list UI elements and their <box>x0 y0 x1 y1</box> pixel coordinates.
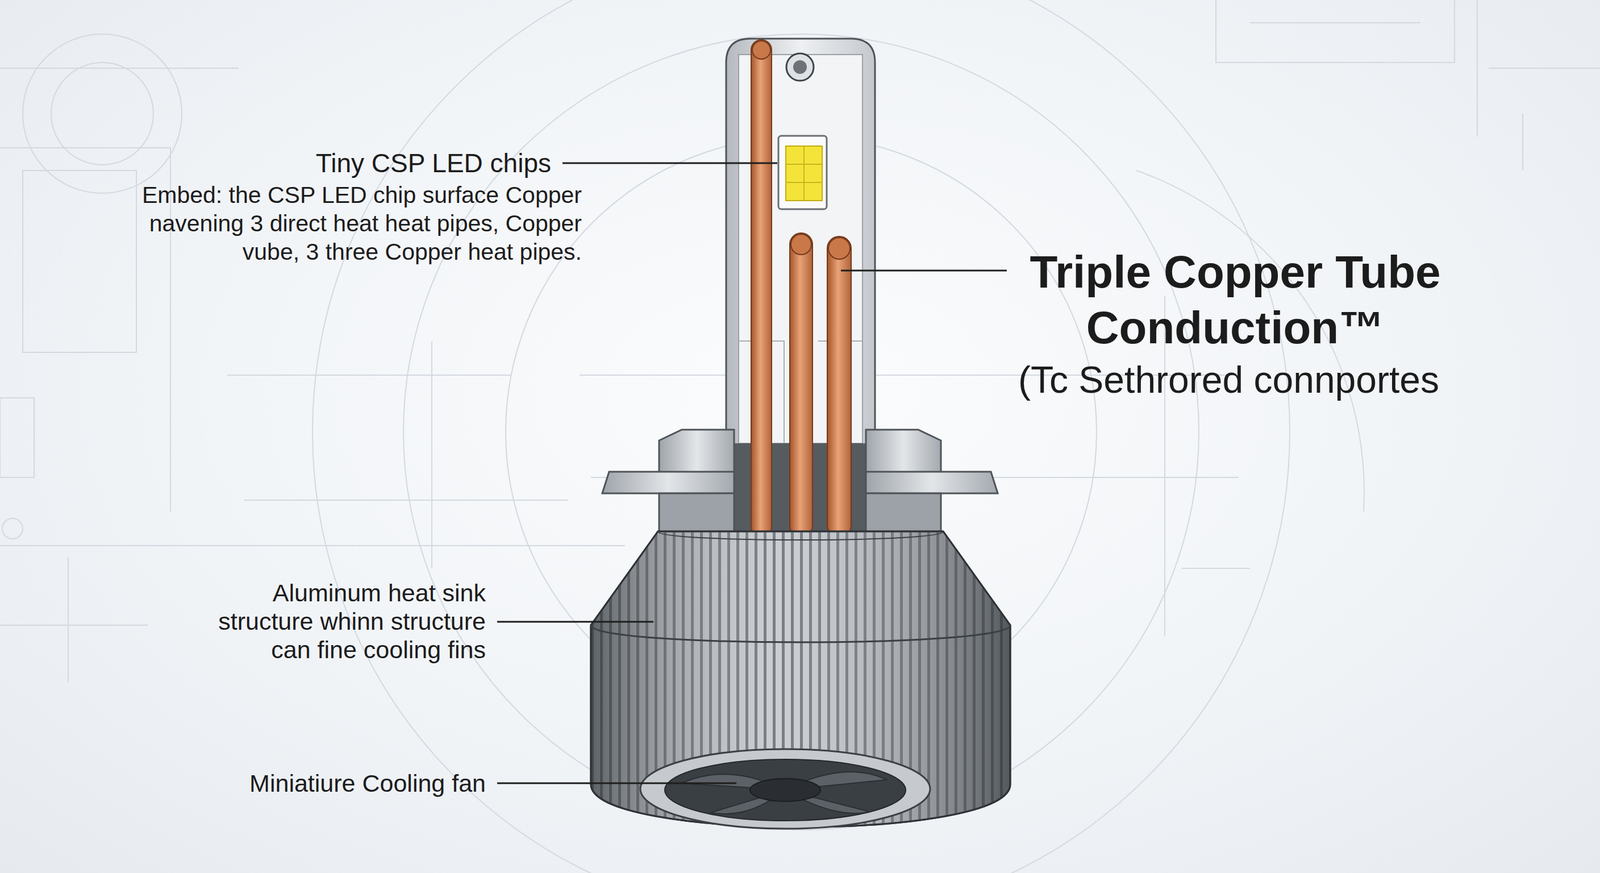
copper-heat-pipes <box>751 39 852 537</box>
feature-subtitle: (Tc Sethrored connportes <box>1018 356 1440 403</box>
feature-title: Triple Copper Tube Conduction™ <box>1013 244 1457 356</box>
callout-heading: Tiny CSP LED chips <box>315 146 552 180</box>
part-label: Miniatiure Cooling fan <box>249 768 486 798</box>
cooling-fan <box>640 748 931 829</box>
part-label: Aluminum heat sink structure whinn struc… <box>201 578 486 664</box>
callout-note: Embed: the CSP LED chip surface Copper n… <box>104 180 582 266</box>
